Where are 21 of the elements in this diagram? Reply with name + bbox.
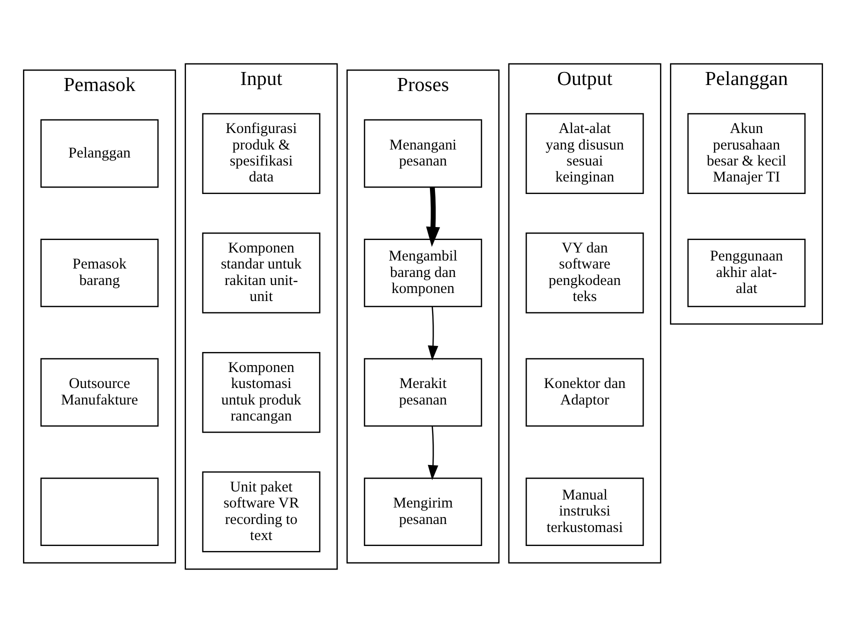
arrow	[428, 426, 438, 480]
node-box: Penggunaan akhir alat-alat	[687, 238, 806, 308]
node-box: VY dan software pengkodean teks	[526, 232, 644, 314]
node-box: Komponen kustomasi untuk produk rancangan	[202, 352, 320, 433]
node-box: Pemasok barang	[40, 238, 159, 308]
arrow	[426, 187, 440, 247]
node-box: Konektor dan Adaptor	[526, 358, 644, 427]
arrow	[428, 306, 438, 361]
node-box: Akun perusahaan besar & kecil Manajer TI	[687, 113, 806, 194]
node-box: Komponen standar untuk rakitan unit-unit	[202, 232, 320, 314]
node-box: Alat-alat yang disusun sesuai keinginan	[526, 113, 644, 194]
node-box	[40, 478, 159, 546]
node-box: Merakit pesanan	[364, 358, 482, 427]
node-box: Unit paket software VR recording to text	[202, 471, 320, 552]
node-box: Pelanggan	[40, 119, 159, 188]
node-box: Manual instruksi terkustomasi	[526, 478, 644, 546]
node-box: Mengirim pesanan	[364, 478, 482, 546]
node-box: Outsource Manufakture	[40, 358, 159, 427]
node-box: Menangani pesanan	[364, 119, 482, 188]
node-box: Mengambil barang dan komponen	[364, 238, 482, 308]
node-box: Konfigurasi produk & spesifikasi data	[202, 113, 320, 194]
